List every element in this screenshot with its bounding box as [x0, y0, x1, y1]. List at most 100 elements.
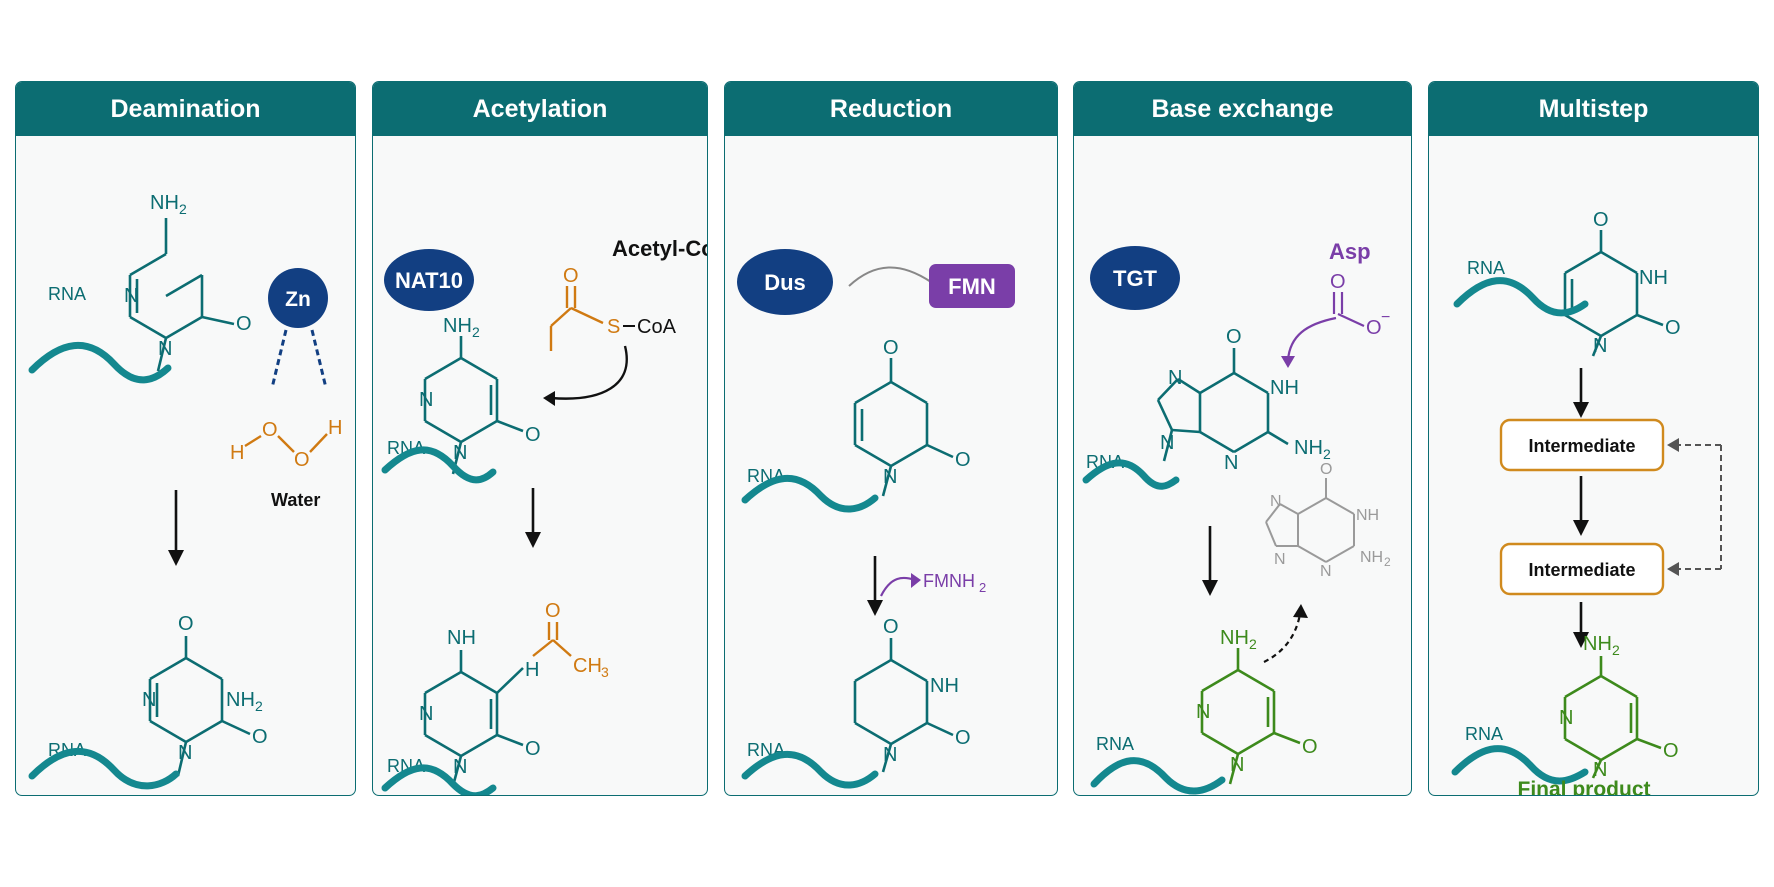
- svg-text:N: N: [419, 389, 433, 411]
- svg-text:−: −: [1381, 309, 1390, 326]
- svg-text:2: 2: [1612, 642, 1620, 658]
- svg-text:NH: NH: [1294, 437, 1323, 459]
- reaction-arrow: [525, 488, 541, 548]
- panel-multistep: Multistep O NH N O RNA Intermediate: [1428, 81, 1759, 796]
- panel-title: Deamination: [16, 82, 355, 136]
- panel-title: Multistep: [1429, 82, 1758, 136]
- svg-text:O: O: [525, 738, 541, 760]
- substrate-label: Asp: [1329, 239, 1371, 264]
- svg-text:O: O: [1226, 326, 1242, 348]
- svg-text:O: O: [1593, 209, 1609, 231]
- svg-text:N: N: [1274, 551, 1286, 568]
- svg-text:NH: NH: [443, 315, 472, 337]
- panel-base-exchange: Base exchange TGT Asp O O −: [1073, 81, 1412, 796]
- svg-text:N: N: [142, 689, 156, 711]
- byproduct-label: FMNH: [923, 571, 975, 591]
- panel-acetylation: Acetylation NAT10 Acetyl-CoA O S CoA: [372, 81, 708, 796]
- panel-title: Reduction: [725, 82, 1057, 136]
- dus-enzyme-icon: [737, 249, 833, 315]
- final-product-label: Final product: [1518, 778, 1651, 796]
- svg-text:O: O: [1665, 317, 1681, 339]
- svg-text:O: O: [1320, 461, 1332, 478]
- svg-text:3: 3: [601, 664, 609, 680]
- water-molecule: H O O H: [230, 417, 342, 471]
- svg-text:O: O: [178, 613, 194, 635]
- rna-label: RNA: [1096, 734, 1134, 754]
- rna-strand: [28, 747, 180, 790]
- enzyme-label: Dus: [764, 270, 806, 295]
- coa-label: CoA: [637, 316, 677, 338]
- svg-text:N: N: [453, 442, 467, 464]
- aspartate-group: O O −: [1281, 271, 1390, 368]
- ac4c-structure: [423, 650, 524, 787]
- svg-text:NH: NH: [1639, 267, 1668, 289]
- rna-label: RNA: [1467, 258, 1505, 278]
- svg-text:O: O: [563, 265, 579, 287]
- rna-strand: [28, 341, 172, 384]
- final-product-structure: [1563, 656, 1662, 779]
- reaction-arrow: [168, 490, 184, 566]
- donor-label: Acetyl-CoA: [612, 236, 708, 261]
- reaction-arrow: [867, 556, 883, 616]
- rna-strand: [1453, 277, 1589, 317]
- reaction-arrow: [1202, 526, 1218, 596]
- rna-strand: [1082, 459, 1180, 490]
- svg-text:NH: NH: [1356, 507, 1379, 524]
- svg-text:NH: NH: [1220, 627, 1249, 649]
- zinc-label: Zn: [285, 288, 311, 311]
- reaction-arrow: [1573, 476, 1589, 536]
- rna-label: RNA: [1086, 452, 1124, 472]
- fmn-cofactor-box: [929, 264, 1015, 308]
- svg-text:N: N: [1160, 432, 1174, 454]
- uridine-structure: [853, 358, 954, 497]
- svg-text:N: N: [1593, 335, 1607, 357]
- svg-text:O: O: [525, 424, 541, 446]
- svg-text:O: O: [1663, 740, 1679, 762]
- svg-text:O: O: [294, 449, 310, 471]
- svg-text:N: N: [883, 466, 897, 488]
- svg-text:NH: NH: [226, 689, 255, 711]
- acetyl-coa-structure: O S CoA: [549, 265, 677, 351]
- svg-text:N: N: [419, 703, 433, 725]
- cytidine-structure: [423, 336, 524, 475]
- panel-title: Acetylation: [373, 82, 707, 136]
- tgt-enzyme-icon: [1090, 246, 1180, 310]
- svg-text:O: O: [1330, 271, 1346, 293]
- svg-text:N: N: [1196, 701, 1210, 723]
- svg-text:N: N: [1230, 754, 1244, 776]
- svg-text:N: N: [158, 338, 172, 360]
- zinc-ion-icon: [268, 268, 328, 328]
- enzyme-label: NAT10: [395, 268, 463, 293]
- rna-strand: [741, 751, 879, 789]
- svg-text:O: O: [883, 616, 899, 638]
- svg-text:O: O: [955, 727, 971, 749]
- enzyme-label: TGT: [1113, 266, 1158, 291]
- rna-label: RNA: [48, 284, 86, 304]
- intermediate-box: [1499, 418, 1665, 472]
- reaction-arrow: [1573, 368, 1589, 418]
- svg-text:2: 2: [979, 580, 986, 595]
- multistep-diagram: O NH N O RNA Intermediate Intermediate: [1451, 209, 1722, 796]
- svg-text:N: N: [124, 285, 138, 307]
- svg-text:NH: NH: [930, 675, 959, 697]
- intermediate-label: Intermediate: [1528, 436, 1635, 456]
- released-guanine-structure: [1265, 478, 1355, 563]
- intermediate-box: [1499, 542, 1665, 596]
- reaction-arrow: [1573, 602, 1589, 648]
- svg-text:2: 2: [179, 201, 187, 217]
- svg-text:N: N: [178, 742, 192, 764]
- svg-text:2: 2: [1384, 555, 1391, 569]
- uridine-structure: [1563, 230, 1664, 357]
- svg-text:H: H: [328, 417, 342, 439]
- modified-base-structure: [1200, 648, 1301, 785]
- svg-text:N: N: [453, 756, 467, 778]
- panel-title: Base exchange: [1074, 82, 1411, 136]
- reduction-diagram: Dus FMN O N O RNA FMNH: [737, 249, 1015, 789]
- svg-text:N: N: [1559, 707, 1573, 729]
- svg-text:CH: CH: [573, 655, 602, 677]
- svg-text:N: N: [1320, 563, 1332, 580]
- svg-text:O: O: [1366, 317, 1382, 339]
- acetylation-diagram: NAT10 Acetyl-CoA O S CoA: [381, 236, 708, 795]
- svg-text:2: 2: [1249, 636, 1257, 652]
